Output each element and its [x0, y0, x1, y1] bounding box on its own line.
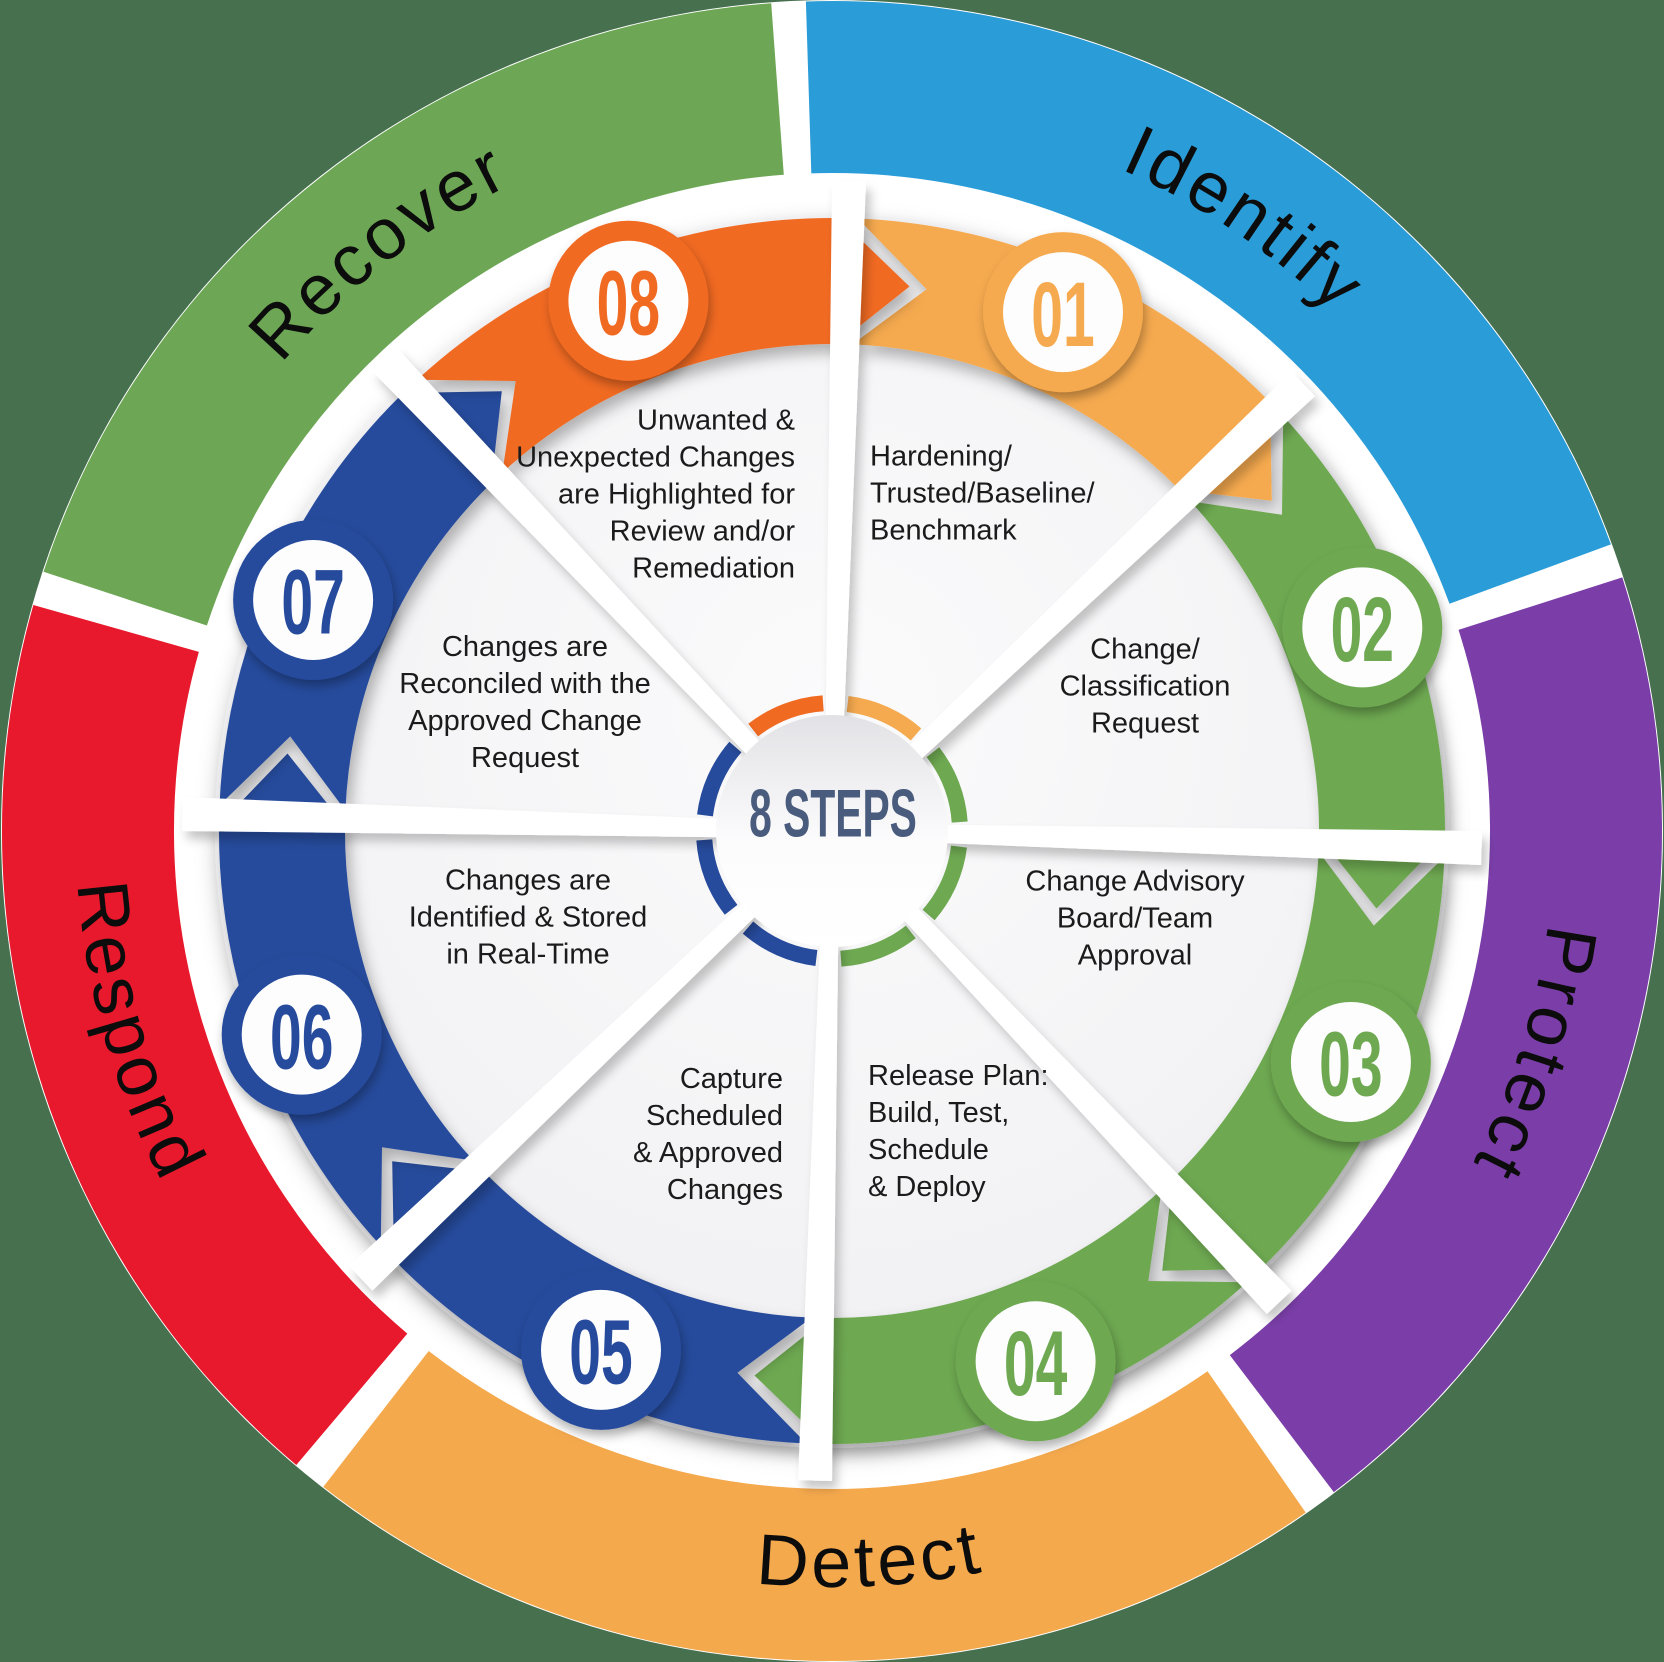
- step-05-description: Capture Scheduled & Approved Changes: [633, 1063, 783, 1206]
- outer-ring-segment-recover: [43, 3, 785, 626]
- hub-ring-segment-05: [742, 921, 818, 966]
- step-badge-04: 04: [955, 1281, 1116, 1442]
- step-number-03: 03: [1319, 1014, 1382, 1116]
- hub-ring-segment-04: [840, 925, 916, 967]
- outer-ring-segment-protect: [1229, 577, 1662, 1493]
- hub-ring-segment-03: [922, 845, 967, 921]
- step-02-description: Change/ Classification Request: [1059, 633, 1231, 740]
- step-badge-08: 08: [548, 220, 709, 381]
- step-badge-01: 01: [983, 232, 1143, 393]
- step-number-01: 01: [1031, 264, 1094, 366]
- outer-ring-segment-respond: [1, 605, 408, 1465]
- hub-ring-segment-06: [696, 839, 738, 915]
- step-badge-05: 05: [521, 1269, 681, 1430]
- step-number-07: 07: [281, 552, 344, 654]
- step-03-description: Change Advisory Board/Team Approval: [1025, 865, 1245, 972]
- hub-ring-segment-02: [926, 747, 968, 823]
- wedge-divider-spoke: [798, 938, 839, 1481]
- hub-circle: [716, 715, 948, 947]
- step-number-04: 04: [1004, 1313, 1068, 1415]
- step-number-02: 02: [1331, 579, 1394, 681]
- wedge-divider-spoke: [825, 181, 866, 724]
- step-badge-03: 03: [1270, 982, 1431, 1142]
- outer-ring-segment-detect: [323, 1350, 1306, 1661]
- wedge-divider-spoke: [349, 898, 761, 1291]
- step-badge-06: 06: [221, 954, 382, 1115]
- step-number-08: 08: [597, 253, 660, 355]
- step-07-description: Changes are Reconciled with the Approved…: [399, 631, 651, 774]
- step-badge-02: 02: [1282, 547, 1443, 708]
- hub-ring-segment-08: [748, 695, 824, 737]
- step-08-description: Unwanted & Unexpected Changes are Highli…: [516, 404, 795, 585]
- step-number-06: 06: [270, 987, 333, 1089]
- hub-ring-segment-07: [697, 741, 742, 817]
- outer-ring-label-detect: Detect: [754, 1508, 989, 1603]
- step-01-description: Hardening/ Trusted/Baseline/ Benchmark: [870, 440, 1095, 547]
- wedge-divider-spoke: [182, 797, 725, 838]
- outer-ring-segment-identify: [805, 1, 1611, 605]
- step-04-description: Release Plan: Build, Test, Schedule & De…: [868, 1060, 1049, 1203]
- center-title: 8 STEPS: [749, 775, 917, 851]
- step-06-description: Changes are Identified & Stored in Real-…: [408, 864, 648, 971]
- wedge-divider-spoke: [372, 348, 765, 760]
- hub-ring-segment-01: [846, 696, 922, 741]
- step-badge-07: 07: [233, 520, 394, 680]
- wedge-divider-spoke: [903, 371, 1315, 764]
- wedge-divider-spoke: [939, 824, 1482, 865]
- step-number-05: 05: [569, 1302, 632, 1404]
- wedge-divider-spoke: [899, 902, 1292, 1314]
